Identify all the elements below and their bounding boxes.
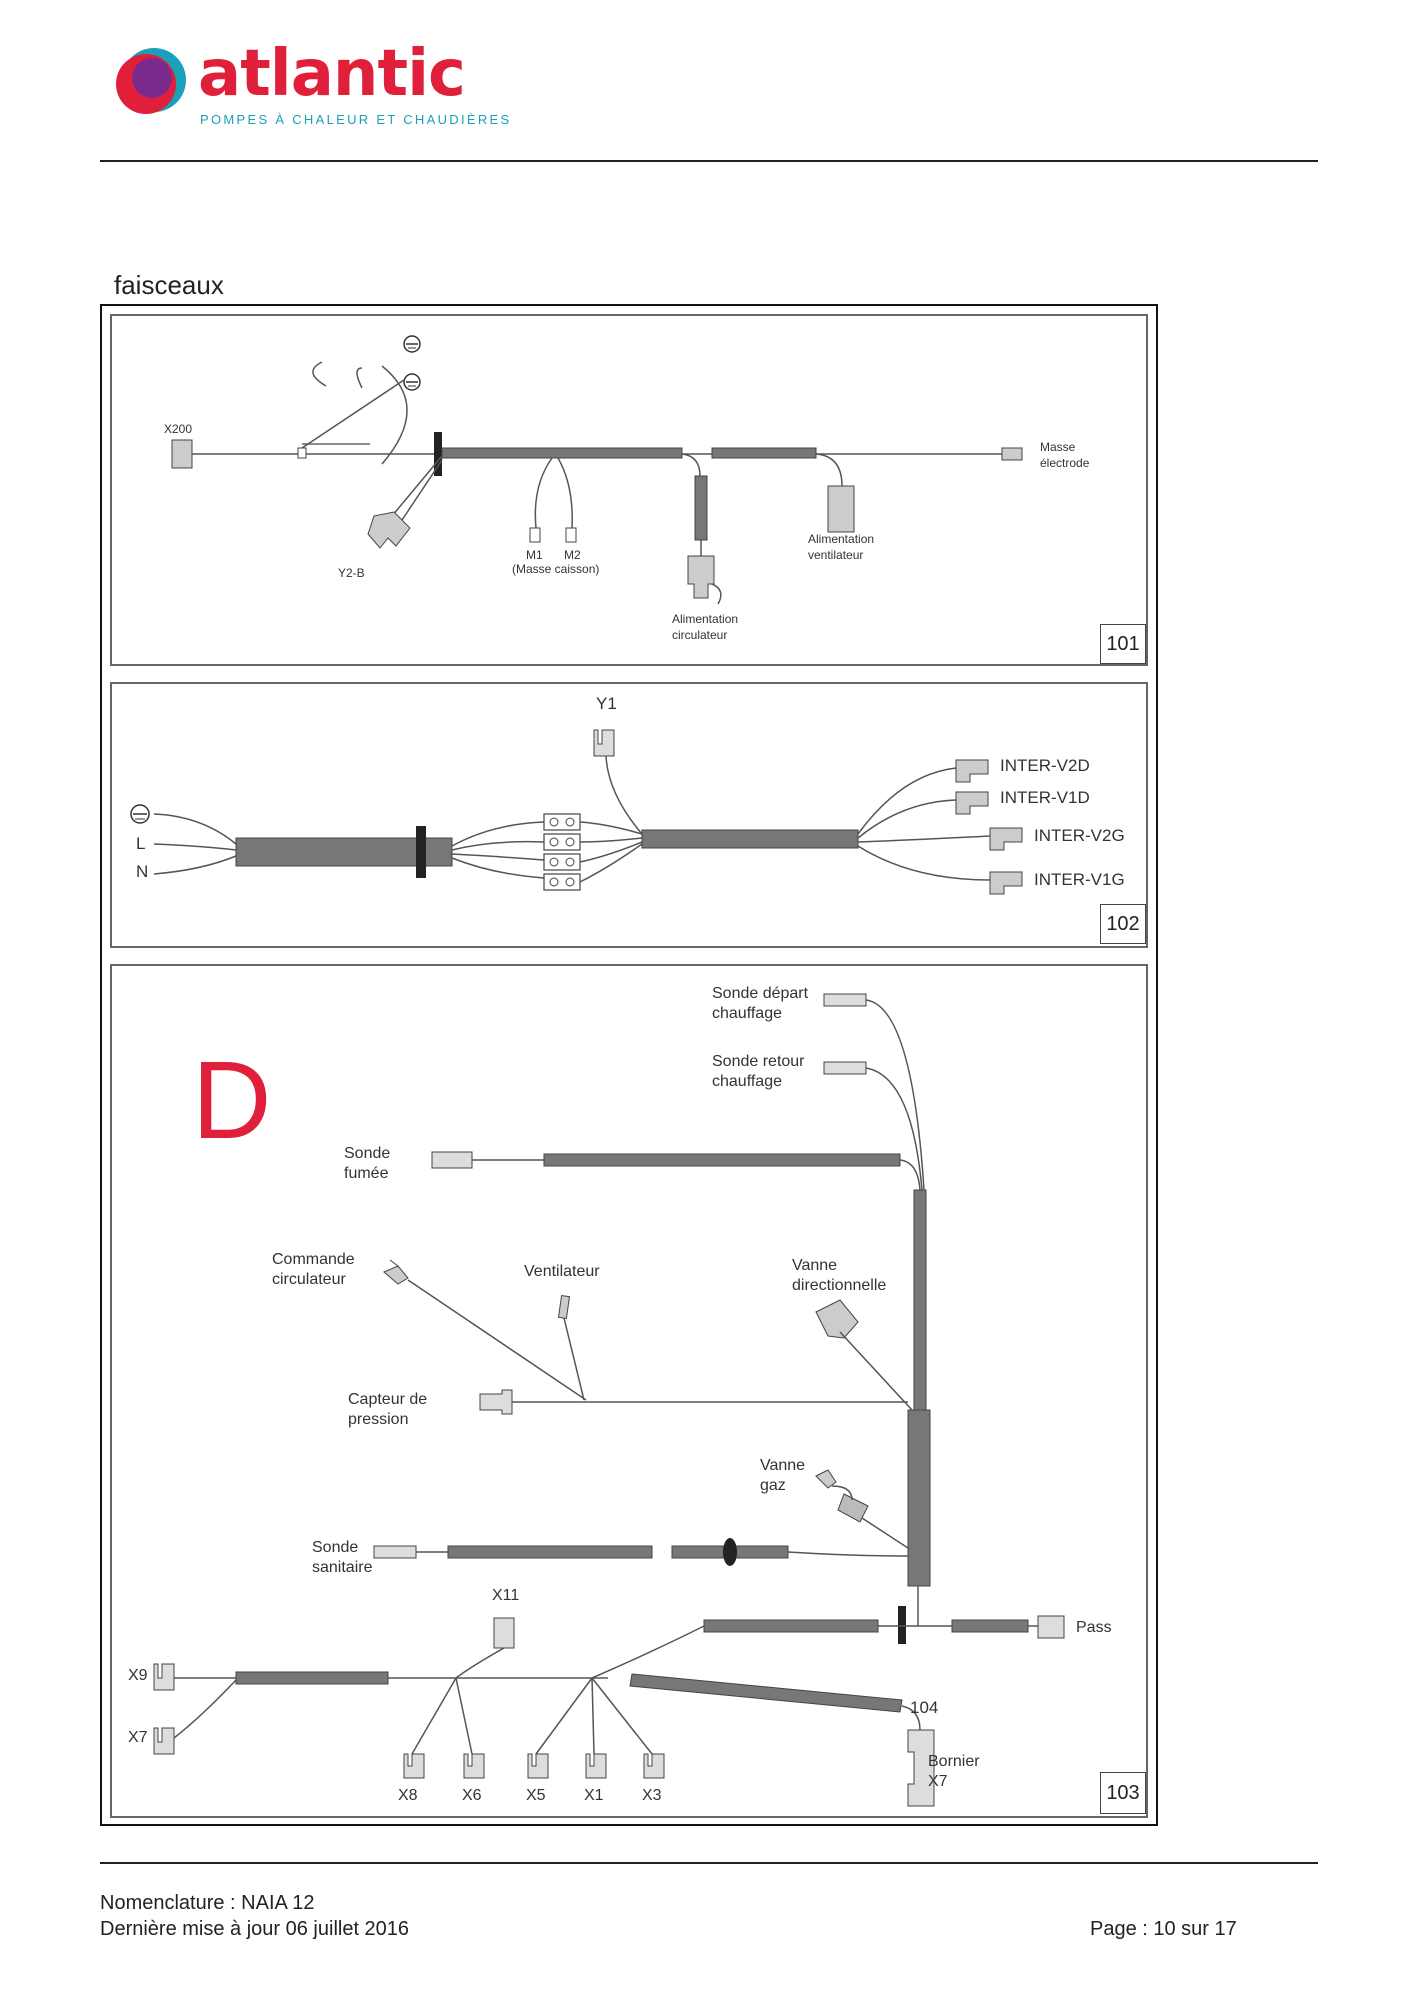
label-masse-caisson: (Masse caisson): [512, 562, 600, 576]
label-l: L: [136, 834, 146, 853]
label-sonde-sanitaire-line1: Sonde: [312, 1539, 359, 1556]
label-inter-v2d: INTER-V2D: [1000, 756, 1090, 775]
label-x200: X200: [164, 422, 193, 436]
logo-tagline: POMPES À CHALEUR ET CHAUDIÈRES: [200, 112, 512, 127]
label-alim-vent-line2: ventilateur: [808, 548, 864, 562]
label-sonde-retour-line2: chauffage: [712, 1073, 782, 1090]
harness-101-drawing: [171, 335, 1023, 605]
label-alim-circ-line2: circulateur: [672, 628, 728, 642]
label-sonde-fumee-line1: Sonde: [344, 1145, 391, 1162]
label-y2b: Y2-B: [338, 566, 365, 580]
label-m2: M2: [564, 548, 581, 562]
label-x7: X7: [128, 1729, 148, 1746]
label-pass: Pass: [1076, 1619, 1112, 1636]
label-x8: X8: [398, 1787, 418, 1804]
label-capteur-line2: pression: [348, 1411, 409, 1428]
label-bornier-line2: X7: [928, 1773, 948, 1790]
label-sonde-depart-line1: Sonde départ: [712, 985, 809, 1002]
footer-rule: [100, 1862, 1318, 1864]
label-y1: Y1: [596, 694, 617, 713]
label-commande-circ-line1: Commande: [272, 1251, 355, 1268]
logo-word: atlantic: [198, 37, 466, 111]
label-ref-104: 104: [910, 1698, 939, 1717]
revision-letter: D: [192, 1039, 272, 1162]
label-commande-circ-line2: circulateur: [272, 1271, 346, 1288]
label-sonde-depart-line2: chauffage: [712, 1005, 782, 1022]
label-m1: M1: [526, 548, 543, 562]
atlantic-logo: atlantic POMPES À CHALEUR ET CHAUDIÈRES: [112, 37, 509, 130]
label-x3: X3: [642, 1787, 662, 1804]
panel-102: Y1 L N INTER-V2D INTER-V1D INTER-V2G INT…: [110, 682, 1148, 948]
panel-tag-101: 101: [1100, 624, 1146, 664]
label-vanne-dir-line1: Vanne: [792, 1257, 838, 1274]
panel-tag-102: 102: [1100, 904, 1146, 944]
logo-mark-icon: [116, 48, 186, 114]
label-alim-circ-line1: Alimentation: [672, 612, 739, 626]
label-capteur-line1: Capteur de: [348, 1391, 428, 1408]
label-x11: X11: [492, 1587, 520, 1604]
label-vanne-gaz-line1: Vanne: [760, 1457, 806, 1474]
label-inter-v1d: INTER-V1D: [1000, 788, 1090, 807]
label-masse-electrode-line1: Masse: [1040, 440, 1076, 454]
label-ventilateur: Ventilateur: [524, 1263, 600, 1280]
label-x6: X6: [462, 1787, 482, 1804]
label-x9: X9: [128, 1667, 148, 1684]
label-x5: X5: [526, 1787, 546, 1804]
label-sonde-retour-line1: Sonde retour: [712, 1053, 805, 1070]
label-bornier-line1: Bornier: [928, 1753, 980, 1770]
harness-frame: X200 Y2-B M1 M2 (Masse caisson) Alimenta…: [100, 304, 1158, 1826]
label-alim-vent-line1: Alimentation: [808, 532, 875, 546]
label-n: N: [136, 862, 149, 881]
footer-nomenclature: Nomenclature : NAIA 12: [100, 1892, 315, 1914]
panel-101: X200 Y2-B M1 M2 (Masse caisson) Alimenta…: [110, 314, 1148, 666]
panel-tag-103: 103: [1100, 1772, 1146, 1814]
label-inter-v1g: INTER-V1G: [1034, 870, 1125, 889]
section-title: faisceaux: [114, 270, 224, 300]
panel-103: D Sonde départ chauffage Sonde retour ch…: [110, 964, 1148, 1818]
label-masse-electrode-line2: électrode: [1040, 456, 1090, 470]
footer-page-number: Page : 10 sur 17: [1090, 1918, 1237, 1940]
label-inter-v2g: INTER-V2G: [1034, 826, 1125, 845]
label-sonde-sanitaire-line2: sanitaire: [312, 1559, 373, 1576]
harness-103-drawing: [153, 993, 1065, 1807]
label-x1: X1: [584, 1787, 604, 1804]
label-vanne-gaz-line2: gaz: [760, 1477, 786, 1494]
footer-last-update: Dernière mise à jour 06 juillet 2016: [100, 1918, 410, 1940]
label-sonde-fumee-line2: fumée: [344, 1165, 389, 1182]
header-rule: [100, 160, 1318, 162]
label-vanne-dir-line2: directionnelle: [792, 1277, 887, 1294]
harness-102-drawing: [130, 729, 1023, 895]
